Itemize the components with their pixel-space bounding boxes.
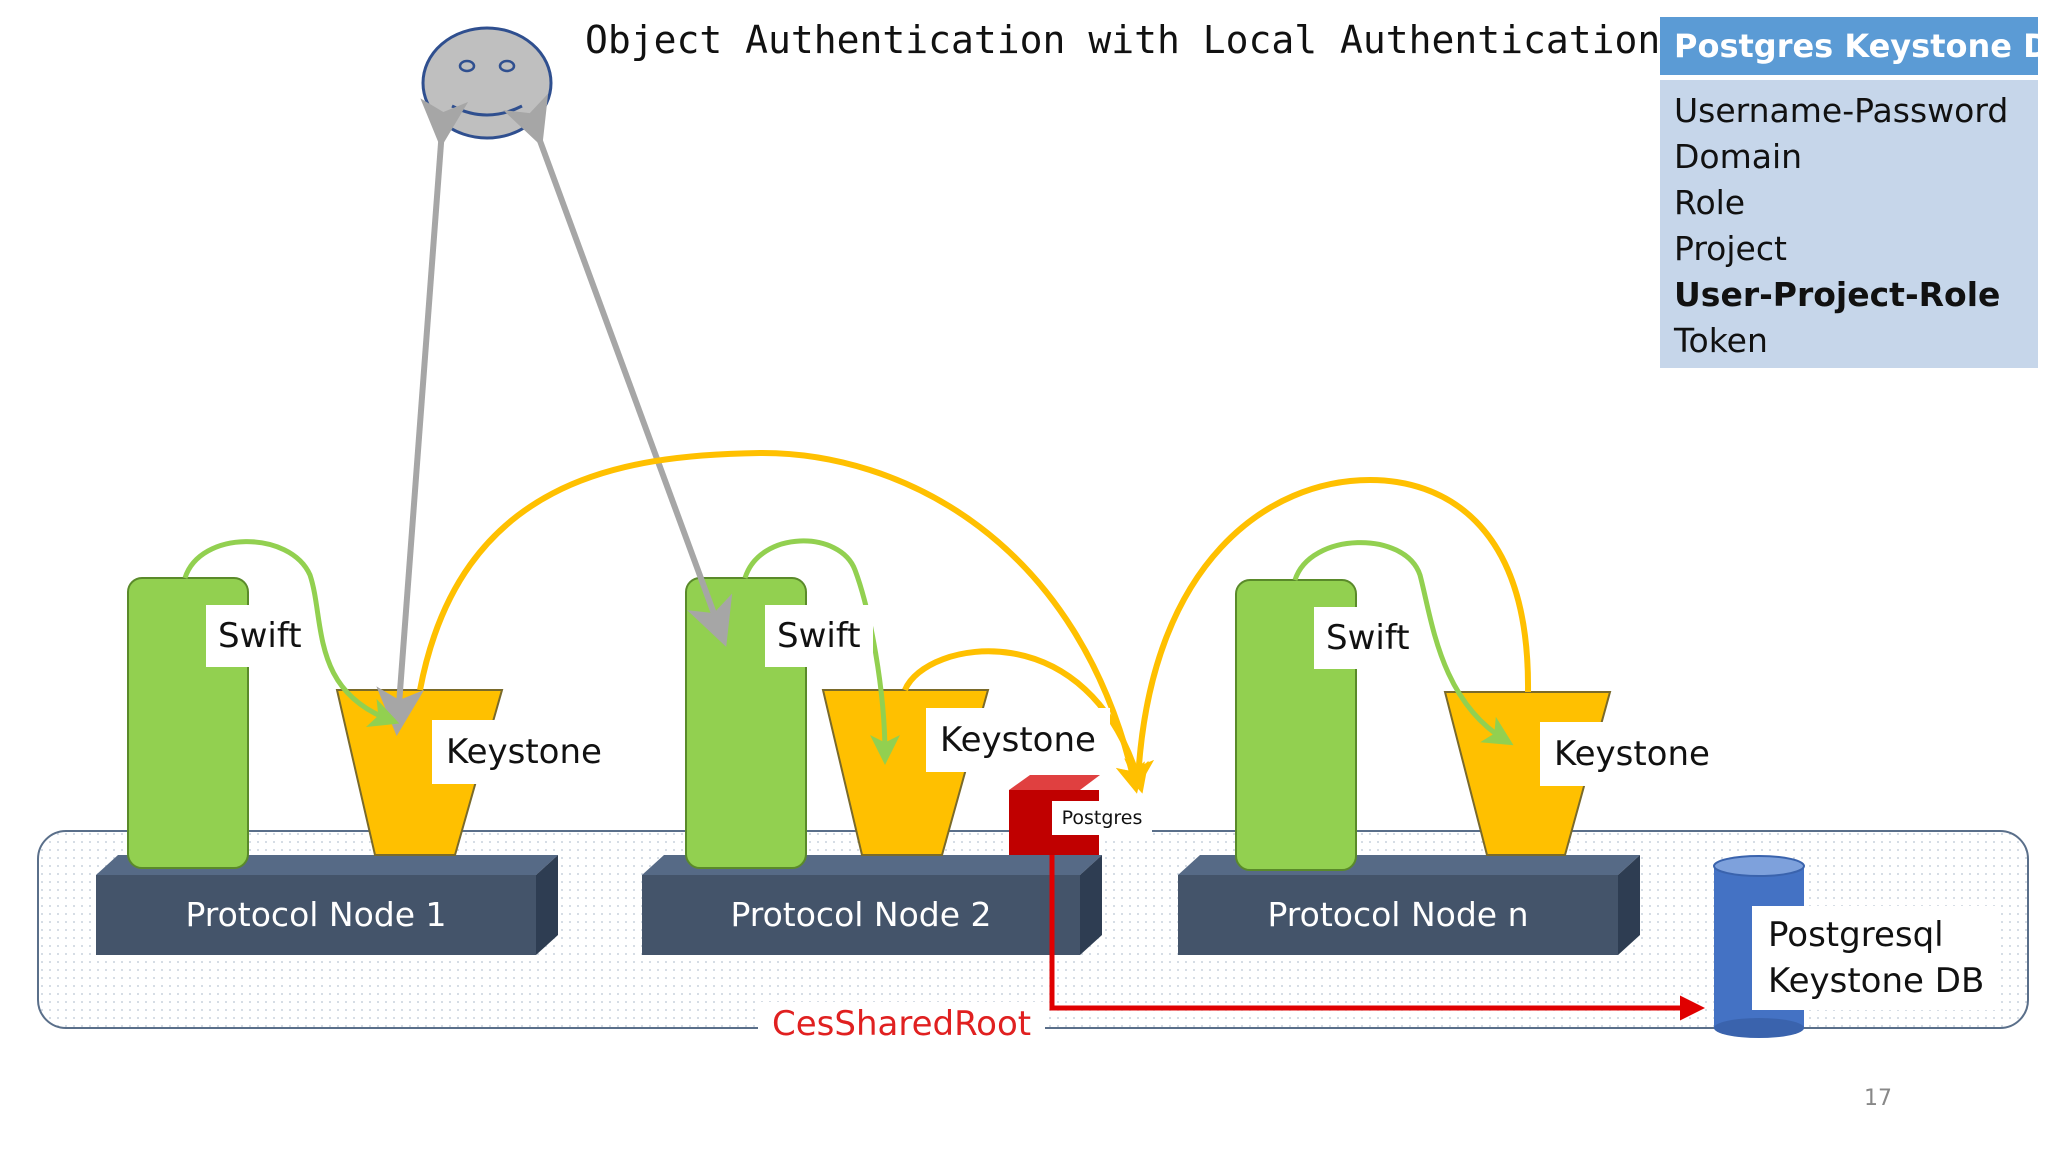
diagram-title: Object Authentication with Local Authent… (585, 18, 1661, 62)
keystone-1-to-postgres-arrow (417, 449, 1146, 794)
db-panel-item: User-Project-Role (1674, 275, 2001, 314)
protocol-node-2-label: Protocol Node 2 (730, 895, 992, 934)
user-to-keystone-1-arrow (376, 98, 469, 736)
database-label: Postgresql Keystone DB (1752, 906, 1997, 1010)
db-panel-item: Domain (1674, 137, 1803, 176)
postgres-label: Postgres (1052, 801, 1152, 835)
postgres-to-database-arrow (1049, 855, 1705, 1021)
smiley-face-icon (421, 26, 553, 140)
db-panel-header: Postgres Keystone DB (1660, 17, 2048, 75)
swift-to-keystone-2-arrow (742, 538, 900, 765)
keystone-label-2: Keystone (926, 708, 1110, 772)
protocol-node-2-block (642, 855, 1102, 955)
shared-root-label: CesSharedRoot (758, 1002, 1046, 1046)
swift-label-2: Swift (765, 605, 873, 667)
keystone-label-1: Keystone (432, 720, 616, 784)
swift-to-keystone-n-arrow (1292, 540, 1514, 746)
database-label-line1: Postgresql (1768, 915, 1944, 955)
keystone-n-to-postgres-arrow (1124, 476, 1532, 789)
swift-label-n: Swift (1314, 607, 1422, 669)
keystone-label-n: Keystone (1540, 722, 1724, 786)
db-panel-item: Token (1674, 321, 1768, 360)
db-panel-item: Role (1674, 183, 1746, 222)
database-label-line2: Keystone DB (1768, 961, 1985, 1001)
protocol-node-1-label: Protocol Node 1 (185, 895, 447, 934)
db-panel-item: Project (1674, 229, 1787, 268)
db-panel-item: Username-Password (1674, 91, 2009, 130)
protocol-node-n-label: Protocol Node n (1267, 895, 1529, 934)
keystone-2-to-postgres-arrow (902, 648, 1149, 794)
swift-label-1: Swift (206, 605, 314, 667)
db-panel-list: Username-Password Domain Role Project Us… (1660, 80, 2038, 368)
page-number: 17 (1864, 1086, 1892, 1111)
user-to-swift-2-arrow (503, 93, 733, 647)
swift-to-keystone-1-arrow (182, 539, 400, 728)
